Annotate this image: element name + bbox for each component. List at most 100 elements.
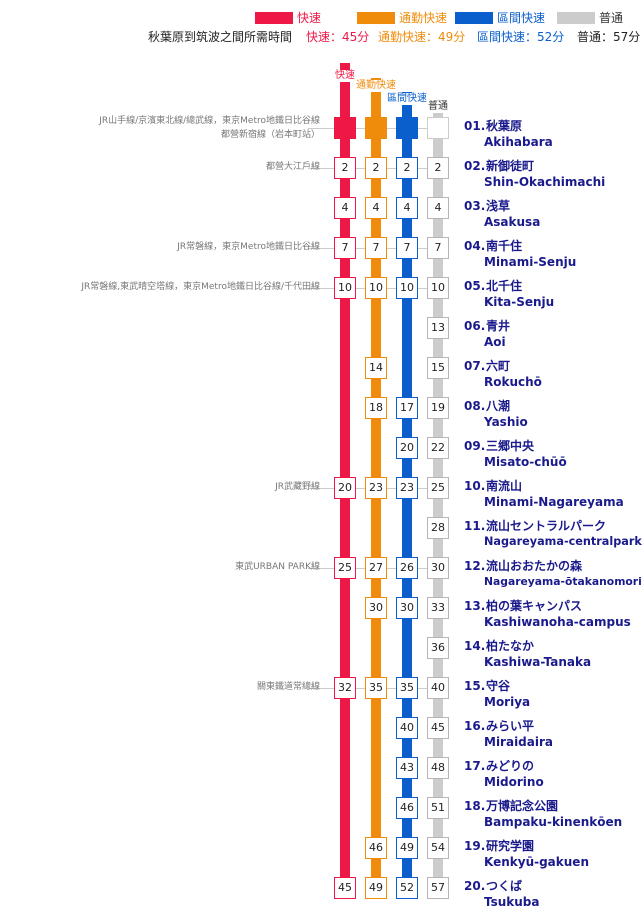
station-name-ja[interactable]: 南千住 xyxy=(486,239,523,253)
station-name-en[interactable]: Kashiwanoha-campus xyxy=(484,615,631,629)
station-name-en[interactable]: Asakusa xyxy=(484,215,541,229)
station-number: 09. xyxy=(464,439,486,453)
stop-box-commuter: 27 xyxy=(365,557,387,579)
station-name-en[interactable]: Miraidaira xyxy=(484,735,553,749)
stop-box-commuter: 18 xyxy=(365,397,387,419)
station-name-en[interactable]: Moriya xyxy=(484,695,531,709)
legend-label-commuter: 通勤快速 xyxy=(399,11,448,25)
station-name-ja[interactable]: 八潮 xyxy=(486,399,511,413)
stop-box-local: 57 xyxy=(427,877,449,899)
station-name-ja[interactable]: 青井 xyxy=(486,319,511,333)
stop-box-local: 10 xyxy=(427,277,449,299)
stop-box-commuter: 46 xyxy=(365,837,387,859)
stop-box-section: 43 xyxy=(396,757,418,779)
stop-box-local: 45 xyxy=(427,717,449,739)
stop-box-local: 13 xyxy=(427,317,449,339)
stop-box-section: 17 xyxy=(396,397,418,419)
station-number: 11. xyxy=(464,519,486,533)
stop-box-rapid: 2 xyxy=(334,157,356,179)
stop-box-commuter: 4 xyxy=(365,197,387,219)
station-name-ja[interactable]: 南流山 xyxy=(486,479,523,493)
transfer-label: 都營新宿線（岩本町站） xyxy=(220,130,320,140)
stop-box-section: 26 xyxy=(396,557,418,579)
travel-time-local: 普通：57分 xyxy=(577,30,641,44)
station-name-ja[interactable]: 秋葉原 xyxy=(486,119,523,133)
station-name-ja[interactable]: 北千住 xyxy=(486,279,523,293)
station-name-ja[interactable]: 六町 xyxy=(486,359,511,373)
stop-box-commuter: 14 xyxy=(365,357,387,379)
station-name-ja[interactable]: 浅草 xyxy=(486,199,511,213)
station-name-ja[interactable]: 流山おおたかの森 xyxy=(486,559,583,573)
station-name-en[interactable]: Rokuchō xyxy=(484,375,542,389)
station-name-en[interactable]: Bampaku-kinenkōen xyxy=(484,815,623,829)
stop-box-rapid: 45 xyxy=(334,877,356,899)
station-name-en[interactable]: Yashio xyxy=(484,415,528,429)
station-name-en[interactable]: Kenkyū-gakuen xyxy=(484,855,589,869)
transfer-label: JR常磐線，東京Metro地鐵日比谷線 xyxy=(177,242,320,252)
station-name-ja[interactable]: みらい平 xyxy=(486,719,535,733)
station-number: 07. xyxy=(464,359,486,373)
legend-swatch-rapid xyxy=(255,12,293,24)
station-name-en[interactable]: Nagareyama-centralpark xyxy=(484,535,642,548)
station-name-en[interactable]: Nagareyama-ōtakanomori xyxy=(484,575,642,588)
stop-box-local: 15 xyxy=(427,357,449,379)
station-number: 16. xyxy=(464,719,486,733)
stop-box-section: 46 xyxy=(396,797,418,819)
transfer-label: 關東鐵道常總線 xyxy=(256,682,320,692)
station-name-en[interactable]: Aoi xyxy=(484,335,506,349)
stop-box-local xyxy=(427,117,449,139)
station-name-ja[interactable]: 万博記念公園 xyxy=(486,799,559,813)
travel-time-section: 區間快速：52分 xyxy=(477,30,565,44)
stop-box-local: 48 xyxy=(427,757,449,779)
station-number: 03. xyxy=(464,199,486,213)
stop-box-section: 35 xyxy=(396,677,418,699)
stop-box-local: 28 xyxy=(427,517,449,539)
stop-box-local: 40 xyxy=(427,677,449,699)
stop-box-rapid: 7 xyxy=(334,237,356,259)
stop-box-commuter xyxy=(365,117,387,139)
column-label-rapid: 快速 xyxy=(335,70,355,82)
travel-time-caption: 秋葉原到筑波之間所需時間 xyxy=(148,30,293,44)
station-number: 06. xyxy=(464,319,486,333)
legend-swatch-commuter xyxy=(357,12,395,24)
stop-box-section: 2 xyxy=(396,157,418,179)
station-name-ja[interactable]: 流山セントラルパーク xyxy=(486,519,607,533)
station-name-ja[interactable]: 三郷中央 xyxy=(486,439,535,453)
stop-box-local: 54 xyxy=(427,837,449,859)
station-name-en[interactable]: Minami-Nagareyama xyxy=(484,495,624,509)
stop-box-section xyxy=(396,117,418,139)
station-name-en[interactable]: Kita-Senju xyxy=(484,295,555,309)
station-name-en[interactable]: Minami-Senju xyxy=(484,255,577,269)
stop-box-local: 33 xyxy=(427,597,449,619)
station-number: 12. xyxy=(464,559,486,573)
station-name-ja[interactable]: 守谷 xyxy=(486,679,511,693)
station-name-en[interactable]: Shin-Okachimachi xyxy=(484,175,606,189)
transfer-label: JR山手線/京濱東北線/總武線，東京Metro地鐵日比谷線 xyxy=(99,116,320,126)
station-name-en[interactable]: Midorino xyxy=(484,775,544,789)
stop-box-commuter: 10 xyxy=(365,277,387,299)
transfer-label: JR常磐線,東武晴空塔線，東京Metro地鐵日比谷線/千代田線 xyxy=(81,282,320,292)
stop-box-section: 40 xyxy=(396,717,418,739)
station-name-en[interactable]: Akihabara xyxy=(484,135,553,149)
station-name-en[interactable]: Misato-chūō xyxy=(484,455,567,469)
station-name-en[interactable]: Tsukuba xyxy=(484,895,540,909)
station-number: 18. xyxy=(464,799,486,813)
legend-label-section: 區間快速 xyxy=(497,11,546,25)
station-name-en[interactable]: Kashiwa-Tanaka xyxy=(484,655,592,669)
station-name-ja[interactable]: 柏たなか xyxy=(486,639,535,653)
station-name-ja[interactable]: つくば xyxy=(486,879,523,893)
station-name-ja[interactable]: 柏の葉キャンパス xyxy=(486,599,583,613)
stop-box-local: 19 xyxy=(427,397,449,419)
station-name-ja[interactable]: 研究学園 xyxy=(486,839,535,853)
station-number: 15. xyxy=(464,679,486,693)
station-name-ja[interactable]: みどりの xyxy=(486,759,535,773)
stop-box-local: 30 xyxy=(427,557,449,579)
stop-box-section: 20 xyxy=(396,437,418,459)
stop-box-rapid: 20 xyxy=(334,477,356,499)
travel-time-rapid: 快速：45分 xyxy=(306,30,370,44)
station-name-ja[interactable]: 新御徒町 xyxy=(486,159,535,173)
legend-label-rapid: 快速 xyxy=(297,11,322,25)
station-number: 17. xyxy=(464,759,486,773)
station-number: 08. xyxy=(464,399,486,413)
rail-rapid xyxy=(340,63,350,888)
